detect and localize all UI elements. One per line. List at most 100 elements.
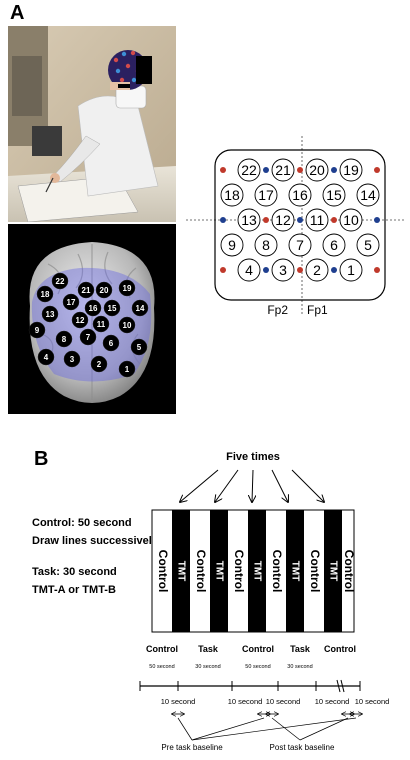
channel-9-label: 9: [228, 237, 236, 253]
detector-optode: [220, 217, 226, 223]
brain-channel-19-label: 19: [123, 284, 132, 293]
brain-channel-21-label: 21: [82, 286, 91, 295]
brain-channel-6-label: 6: [109, 339, 114, 348]
panel-a-label: A: [10, 2, 24, 25]
phase-duration-4: 30 second: [287, 664, 312, 670]
source-optode: [297, 167, 303, 173]
brain-channel-1-label: 1: [125, 365, 130, 374]
channel-4-label: 4: [245, 262, 253, 278]
detector-optode: [331, 167, 337, 173]
channel-14-label: 14: [360, 187, 376, 203]
brain-channel-16-label: 16: [89, 304, 98, 313]
baseline-duration-1: 10 second: [161, 697, 196, 706]
brain-channel-9-label: 9: [35, 326, 40, 335]
task-strip-label: TMT: [327, 561, 338, 582]
control-strip-label: Control: [194, 550, 208, 593]
channel-20-label: 20: [309, 162, 325, 178]
phase-duration-3: 50 second: [245, 664, 270, 670]
phase-label-3: Control: [242, 644, 274, 654]
brain-channel-10-label: 10: [123, 321, 132, 330]
channel-16-label: 16: [292, 187, 308, 203]
control-strip-label: Control: [308, 550, 322, 593]
source-optode: [374, 167, 380, 173]
five-times-arrows: [180, 470, 324, 502]
channel-10-label: 10: [343, 212, 359, 228]
channel-1-label: 1: [347, 262, 355, 278]
phase-label-4: Task: [290, 644, 311, 654]
channel-6-label: 6: [330, 237, 338, 253]
five-times-label: Five times: [226, 451, 280, 463]
channel-7-label: 7: [296, 237, 304, 253]
channel-18-label: 18: [224, 187, 240, 203]
task-strip-label: TMT: [213, 561, 224, 582]
post-task-baseline-label: Post task baseline: [270, 743, 335, 752]
phase-duration-2: 30 second: [195, 664, 220, 670]
source-optode: [263, 217, 269, 223]
control-strip-label: Control: [342, 550, 356, 593]
brain-channel-13-label: 13: [46, 310, 55, 319]
brain-channel-18-label: 18: [41, 290, 50, 299]
source-optode: [331, 217, 337, 223]
block-design-diagram: Five times Control TMT Control TMT Control TM…: [0, 440, 410, 760]
detector-optode: [263, 167, 269, 173]
detector-optode: [297, 217, 303, 223]
baseline-duration-5: 10 second: [355, 697, 390, 706]
brain-channel-map: 12345678910111213141516171819202122: [8, 224, 176, 414]
channel-15-label: 15: [326, 187, 342, 203]
brain-channel-14-label: 14: [136, 304, 145, 313]
subject-photo: [8, 26, 176, 222]
task-strip-label: TMT: [251, 561, 262, 582]
channel-8-label: 8: [262, 237, 270, 253]
control-strip-label: Control: [270, 550, 284, 593]
fp2-label: Fp2: [267, 303, 288, 317]
task-strip-label: TMT: [289, 561, 300, 582]
phase-label-2: Task: [198, 644, 219, 654]
source-optode: [374, 267, 380, 273]
subject-photo-illustration: [8, 26, 176, 222]
source-optode: [220, 267, 226, 273]
channel-3-label: 3: [279, 262, 287, 278]
brain-channel-2-label: 2: [97, 360, 102, 369]
fp1-label: Fp1: [307, 303, 328, 317]
channel-12-label: 12: [275, 212, 291, 228]
control-strip-label: Control: [232, 550, 246, 593]
task-strip-label: TMT: [175, 561, 186, 582]
baseline-connector-1: [178, 718, 192, 740]
control-strip-label: Control: [156, 550, 170, 593]
detector-optode: [331, 267, 337, 273]
brain-channel-15-label: 15: [108, 304, 117, 313]
channel-5-label: 5: [364, 237, 372, 253]
repeat-arrow-5: [292, 470, 324, 502]
channel-13-label: 13: [241, 212, 257, 228]
brain-channel-12-label: 12: [76, 316, 85, 325]
baseline-duration-3: 10 second: [266, 697, 301, 706]
channel-2-label: 2: [313, 262, 321, 278]
brain-channel-4-label: 4: [44, 353, 49, 362]
phase-label-5: Control: [324, 644, 356, 654]
repeat-arrow-2: [215, 470, 238, 502]
baseline-connector-5: [192, 718, 356, 740]
pre-task-baseline-label: Pre task baseline: [161, 743, 223, 752]
phase-label-1: Control: [146, 644, 178, 654]
channel-22-label: 22: [241, 162, 257, 178]
channel-17-label: 17: [258, 187, 274, 203]
brain-channel-7-label: 7: [86, 333, 91, 342]
baseline-connector-2: [192, 718, 264, 740]
brain-channel-5-label: 5: [137, 343, 142, 352]
source-optode: [297, 267, 303, 273]
baseline-duration-4: 10 second: [315, 697, 350, 706]
repeat-arrow-4: [272, 470, 288, 502]
brain-channel-3-label: 3: [70, 355, 75, 364]
repeat-arrow-1: [180, 470, 218, 502]
repeat-arrow-3: [252, 470, 253, 502]
phase-duration-1: 50 second: [149, 664, 174, 670]
brain-channel-22-label: 22: [56, 277, 65, 286]
brain-channel-20-label: 20: [100, 286, 109, 295]
detector-optode: [263, 267, 269, 273]
brain-channel-11-label: 11: [97, 320, 106, 329]
brain-channel-17-label: 17: [67, 298, 76, 307]
channel-11-label: 11: [310, 212, 325, 228]
detector-optode: [374, 217, 380, 223]
